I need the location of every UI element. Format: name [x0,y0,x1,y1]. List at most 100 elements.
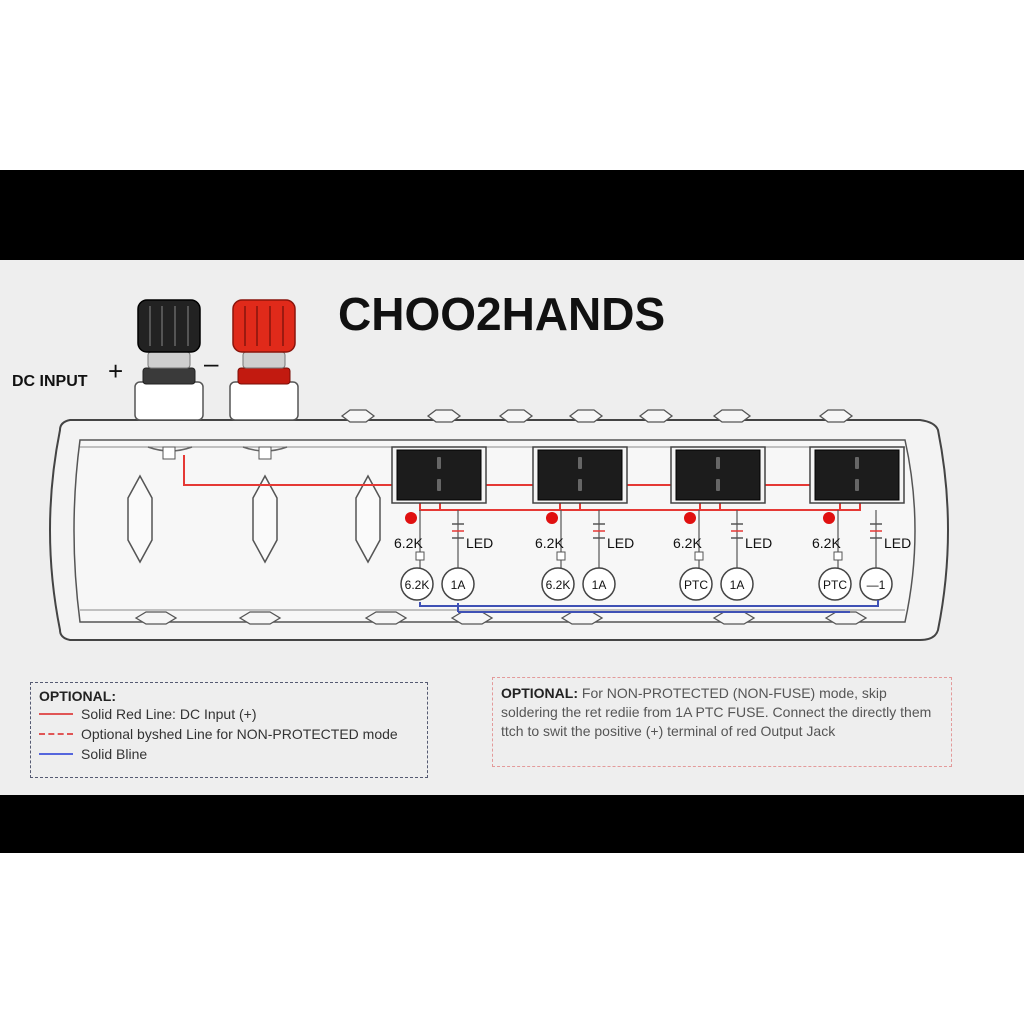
component-circle [400,567,434,601]
legend-text: Optional byshed Line for NON-PROTECTED m… [81,726,398,742]
component-circle-label: PTC [823,578,847,592]
resistor-label: 6.2K [812,535,841,551]
legend-text: Solid Bline [81,746,148,762]
slot [638,409,674,423]
component-circle [679,567,713,601]
slot [712,409,752,423]
component-circle [859,567,893,601]
switch-module[interactable]: 6.2K LED PTC —1 [809,446,911,601]
slot [568,409,604,423]
legend-row: Solid Bline [39,744,419,764]
terminal-red-cap [232,299,296,353]
slot [364,611,408,625]
diamond-cutout [355,474,381,564]
led-label: LED [745,535,772,551]
component-circle [818,567,852,601]
terminal-black-cap [137,299,201,353]
diamond-cutout [252,474,278,564]
resistor-body [556,551,566,561]
legend-line-swatch [39,713,73,715]
terminal-red [229,299,299,421]
enclosure-inner [73,439,916,623]
resistor-label: 6.2K [673,535,702,551]
switch-contact [716,457,720,469]
slot [340,409,376,423]
terminal-black-collar [142,367,196,385]
component-circle-label: 1A [730,578,745,592]
component-circle [582,567,616,601]
letterbox-bottom [0,795,1024,853]
switch-contact [437,479,441,491]
top-mounting-slots [340,409,854,423]
legend-text: Solid Red Line: DC Input (+) [81,706,257,722]
slot [824,611,868,625]
dc-input-label: DC INPUT [12,373,88,390]
resistor-label: 6.2K [394,535,423,551]
legend-rows: Solid Red Line: DC Input (+) Optional bys… [39,704,419,764]
led-label: LED [466,535,493,551]
terminal-black [134,299,204,421]
slot [426,409,462,423]
terminal-red-ring [242,351,286,369]
ground-blue-wire [419,600,879,613]
slot [498,409,534,423]
terminal-red-base [229,381,299,421]
slot [712,611,756,625]
led-label: LED [607,535,634,551]
switch-contact [578,457,582,469]
component-circle-label: 6.2K [546,578,571,592]
switch-module[interactable]: 6.2K LED 6.2K 1A [391,446,493,601]
slot [450,611,494,625]
resistor-body [415,551,425,561]
switch-output-red-wire [419,503,861,511]
terminal-black-base [134,381,204,421]
component-circle [720,567,754,601]
minus-sign: – [204,348,219,378]
component-circle-label: 1A [451,578,466,592]
terminal-red-collar [237,367,291,385]
switch-module[interactable]: 6.2K LED 6.2K 1A [532,446,634,601]
switch-contact [437,457,441,469]
note-title: OPTIONAL: [501,685,578,701]
switch-contact [578,479,582,491]
switch-module[interactable]: 6.2K LED PTC 1A [670,446,772,601]
switch-contact [716,479,720,491]
resistor-body [833,551,843,561]
legend-row: Solid Red Line: DC Input (+) [39,704,419,724]
legend-row: Optional byshed Line for NON-PROTECTED m… [39,724,419,744]
slot [238,611,282,625]
diagram-title: CHOO2HANDS [338,288,665,340]
legend-title: OPTIONAL: [39,688,116,704]
terminal-black-ring [147,351,191,369]
component-circle [541,567,575,601]
legend-box: OPTIONAL: Solid Red Line: DC Input (+) Op… [30,682,428,778]
letterbox-top [0,170,1024,260]
indicator-red-dot [405,512,417,524]
slot [134,611,178,625]
component-circle [441,567,475,601]
indicator-red-dot [684,512,696,524]
component-circle-label: PTC [684,578,708,592]
note-box: OPTIONAL: For NON-PROTECTED (NON-FUSE) m… [492,677,952,767]
switch-contact [855,457,859,469]
legend-line-swatch [39,733,73,735]
terminal-stems [147,446,288,460]
component-circle-label: 1A [592,578,607,592]
indicator-red-dot [546,512,558,524]
resistor-label: 6.2K [535,535,564,551]
note-text: For NON-PROTECTED (NON-FUSE) mode, skip … [501,685,932,739]
indicator-red-dot [823,512,835,524]
plus-sign: + [108,356,123,386]
slot [560,611,604,625]
resistor-body [694,551,704,561]
switch-contact [855,479,859,491]
legend-line-swatch [39,753,73,755]
diamond-cutouts [127,474,381,564]
component-circle-label: 6.2K [405,578,430,592]
dc-input-red-wire [183,455,810,486]
component-circle-label: —1 [867,578,886,592]
led-label: LED [884,535,911,551]
diamond-cutout [127,474,153,564]
